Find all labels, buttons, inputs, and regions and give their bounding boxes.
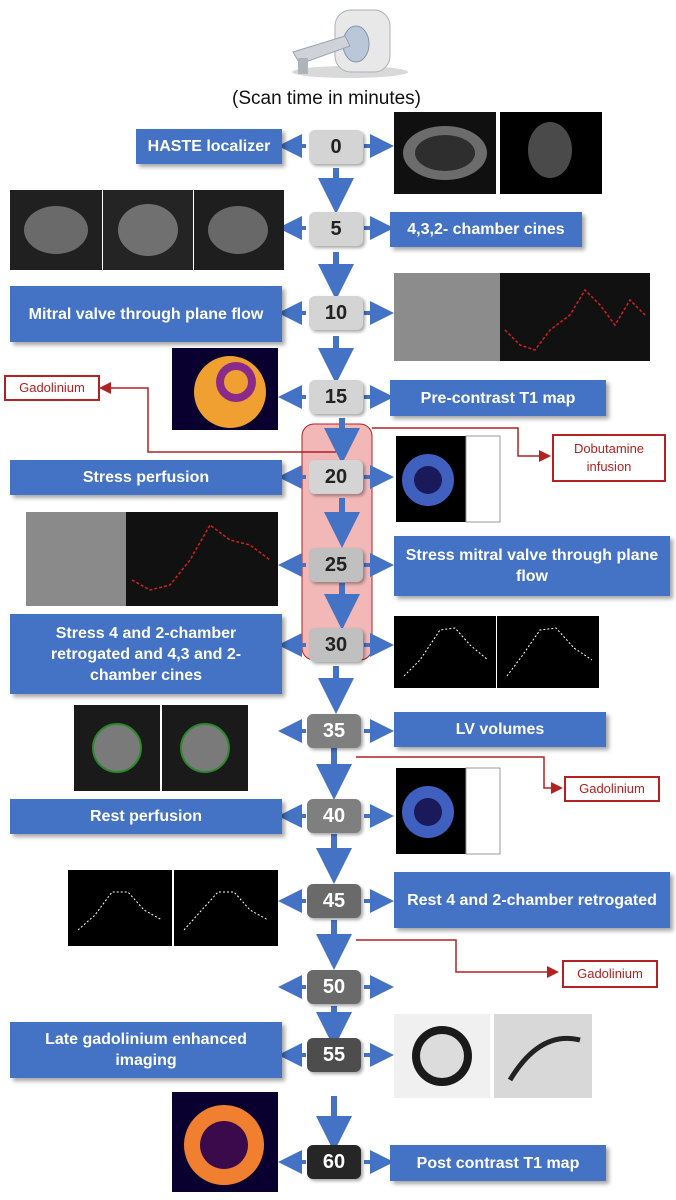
label-mitral-flow: Mitral valve through plane flow [10,286,282,342]
scan-time-caption: (Scan time in minutes) [232,88,422,109]
label-stress-mitral-flow: Stress mitral valve through plane flow [394,536,670,596]
label-rest-retrogated: Rest 4 and 2-chamber retrogated [394,872,670,928]
label-lge-imaging: Late gadolinium enhanced imaging [10,1022,282,1078]
time-box-5: 5 [309,212,363,246]
label-haste-localizer: HASTE localizer [136,129,282,164]
label-post-contrast-t1: Post contrast T1 map [390,1145,606,1181]
time-box-30: 30 [309,628,363,662]
lge-images [394,1014,592,1098]
rest-perfusion-image [396,767,501,855]
t1-map-pre-image [172,348,278,430]
time-box-25: 25 [309,548,363,582]
label-lv-volumes: LV volumes [394,712,606,747]
gadolinium-box-1: Gadolinium [4,375,100,401]
label-stress-retrogated: Stress 4 and 2-chamber retrogated and 4,… [10,614,282,694]
rest-retrogated-curves [68,870,278,946]
time-box-40: 40 [307,799,361,833]
stress-mitral-flow-image [26,512,278,606]
label-pre-contrast-t1: Pre-contrast T1 map [390,380,606,416]
time-box-60: 60 [307,1145,361,1179]
label-rest-perfusion: Rest perfusion [10,799,282,834]
cine-images [10,190,284,270]
time-box-10: 10 [309,296,363,330]
gadolinium-connectors [99,382,563,978]
time-box-45: 45 [307,884,361,918]
time-box-50: 50 [307,970,361,1004]
time-box-0: 0 [309,130,363,164]
time-box-15: 15 [309,380,363,414]
haste-images [394,112,602,194]
t1-map-post-image [172,1092,278,1192]
gadolinium-box-3: Gadolinium [562,960,658,988]
side-arrows [278,134,394,1174]
label-stress-perfusion: Stress perfusion [10,460,282,495]
stress-perfusion-image [396,435,501,523]
gadolinium-box-2: Gadolinium [564,776,660,802]
lv-volume-images [74,705,248,791]
dobutamine-box: Dobutamine infusion [552,434,666,482]
stress-retrogated-curves [394,616,599,688]
time-box-20: 20 [309,460,363,494]
time-box-35: 35 [307,714,361,748]
label-chamber-cines: 4,3,2- chamber cines [390,212,582,247]
mri-scanner-icon [292,9,408,78]
timeline-arrows [316,168,360,1152]
mitral-flow-image [394,273,650,361]
time-box-55: 55 [307,1038,361,1072]
